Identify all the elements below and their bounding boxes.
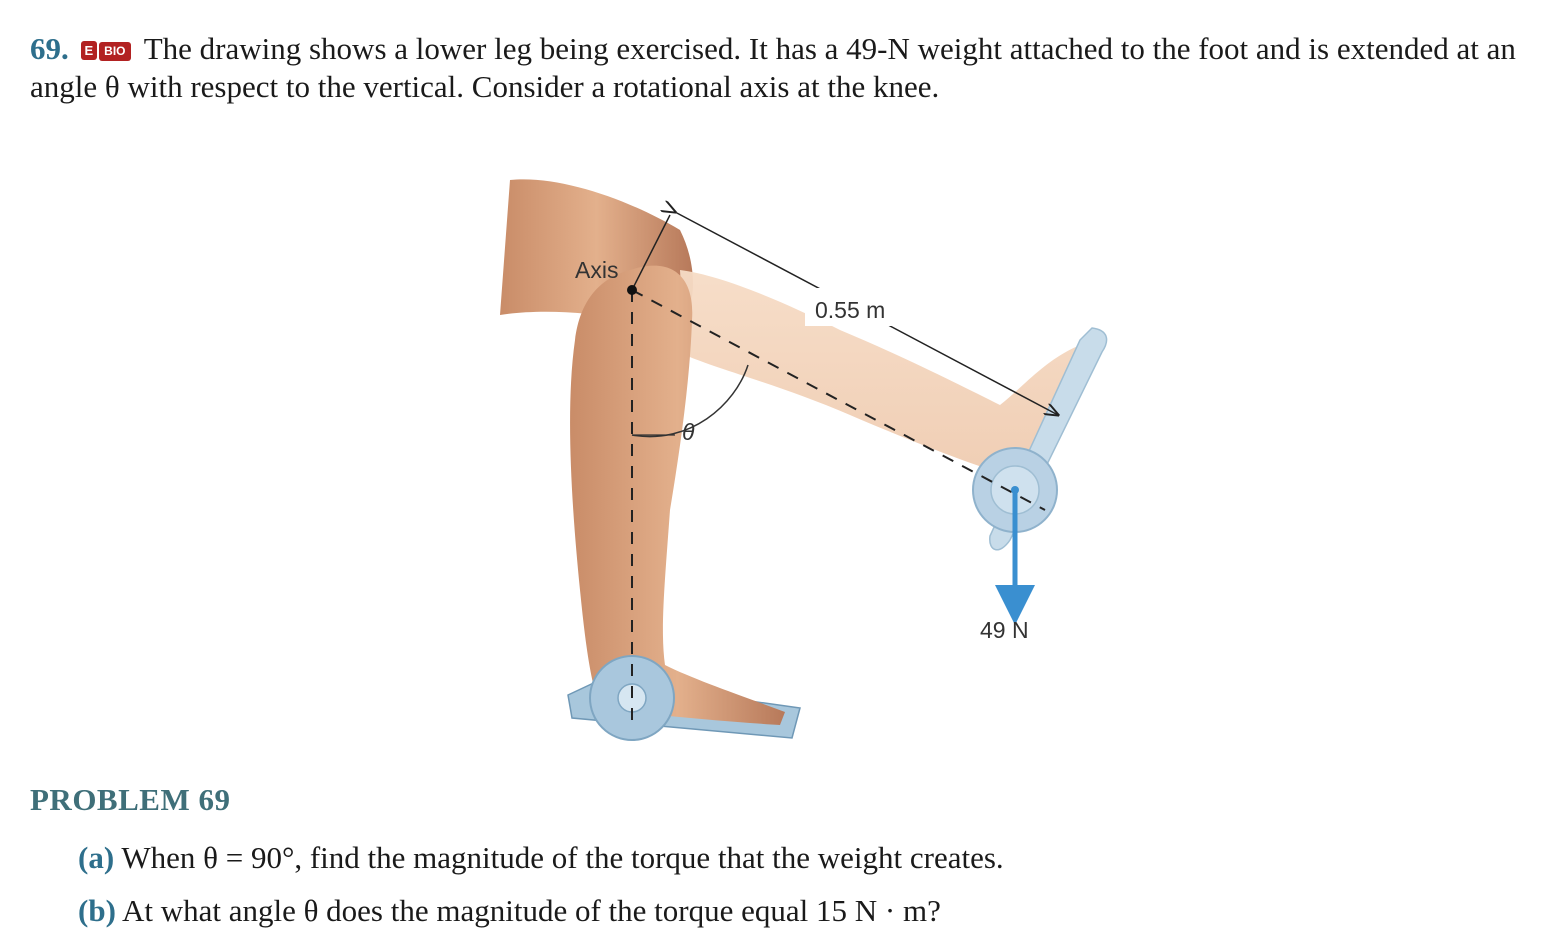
part-a: (a) When θ = 90°, find the magnitude of … <box>78 840 1004 876</box>
part-b: (b) At what angle θ does the magnitude o… <box>78 893 941 929</box>
angle-label: θ <box>682 419 695 445</box>
axis-point <box>627 285 637 295</box>
bio-badge: BIO <box>99 42 131 61</box>
axis-label: Axis <box>575 257 618 283</box>
vertical-lower-leg <box>570 265 785 725</box>
length-label: 0.55 m <box>815 297 885 323</box>
part-a-text: When θ = 90°, find the magnitude of the … <box>121 840 1004 875</box>
difficulty-badge: E <box>80 41 98 60</box>
problem-number: 69. <box>30 31 69 66</box>
part-b-text: At what angle θ does the magnitude of th… <box>121 893 941 928</box>
force-label: 49 N <box>980 617 1029 643</box>
part-b-label: (b) <box>78 893 116 928</box>
parts-heading: PROBLEM 69 <box>30 782 231 817</box>
leg-diagram: Axis 0.55 m θ 49 N <box>500 179 1108 741</box>
part-a-label: (a) <box>78 840 115 875</box>
problem-body: The drawing shows a lower leg being exer… <box>30 31 1516 104</box>
leg-exercise-figure: Axis 0.55 m θ 49 N <box>480 160 1120 760</box>
